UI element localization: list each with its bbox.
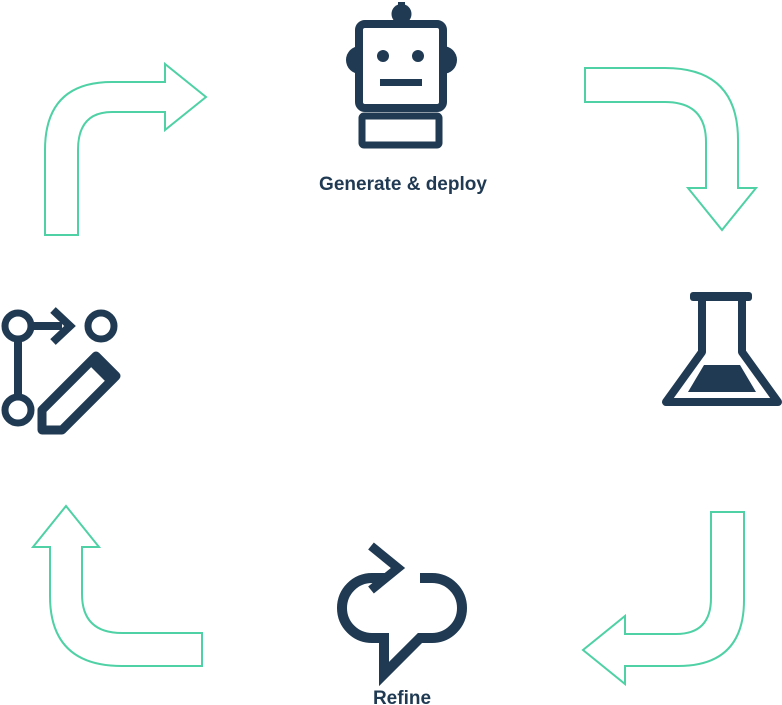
flask-liquid xyxy=(688,365,756,392)
branch-connector xyxy=(32,322,62,330)
arrow-test-to-refine xyxy=(581,511,745,687)
refine-loop xyxy=(337,573,467,687)
refresh-speech-bubble-icon xyxy=(337,542,467,687)
branch-node-bottom-left xyxy=(1,393,35,427)
git-branch-edit-icon xyxy=(1,307,121,435)
branch-node-top-right xyxy=(84,309,118,343)
flask-icon xyxy=(662,292,782,406)
arrow-generate-to-test xyxy=(584,67,759,232)
robot-left-eye xyxy=(377,50,389,62)
branch-node-top-left xyxy=(1,309,35,343)
pencil-body xyxy=(37,351,121,435)
branch-line xyxy=(14,340,22,396)
robot-head xyxy=(355,20,447,112)
robot-antenna-ball xyxy=(391,4,412,24)
robot-icon xyxy=(346,2,457,149)
robot-mouth xyxy=(380,79,422,86)
arrow-top-left-to-generate xyxy=(44,61,208,236)
pencil-cap xyxy=(88,356,116,384)
refine-arrowhead xyxy=(368,542,406,594)
refine-label: Refine xyxy=(373,688,431,705)
flask-body xyxy=(662,300,782,406)
branch-arrowhead xyxy=(50,307,76,345)
robot-body xyxy=(358,112,443,149)
generate-deploy-label: Generate & deploy xyxy=(319,174,487,195)
arrow-edit-loop-up xyxy=(30,504,203,667)
flask-lip xyxy=(690,292,752,301)
robot-right-eye xyxy=(412,50,424,62)
